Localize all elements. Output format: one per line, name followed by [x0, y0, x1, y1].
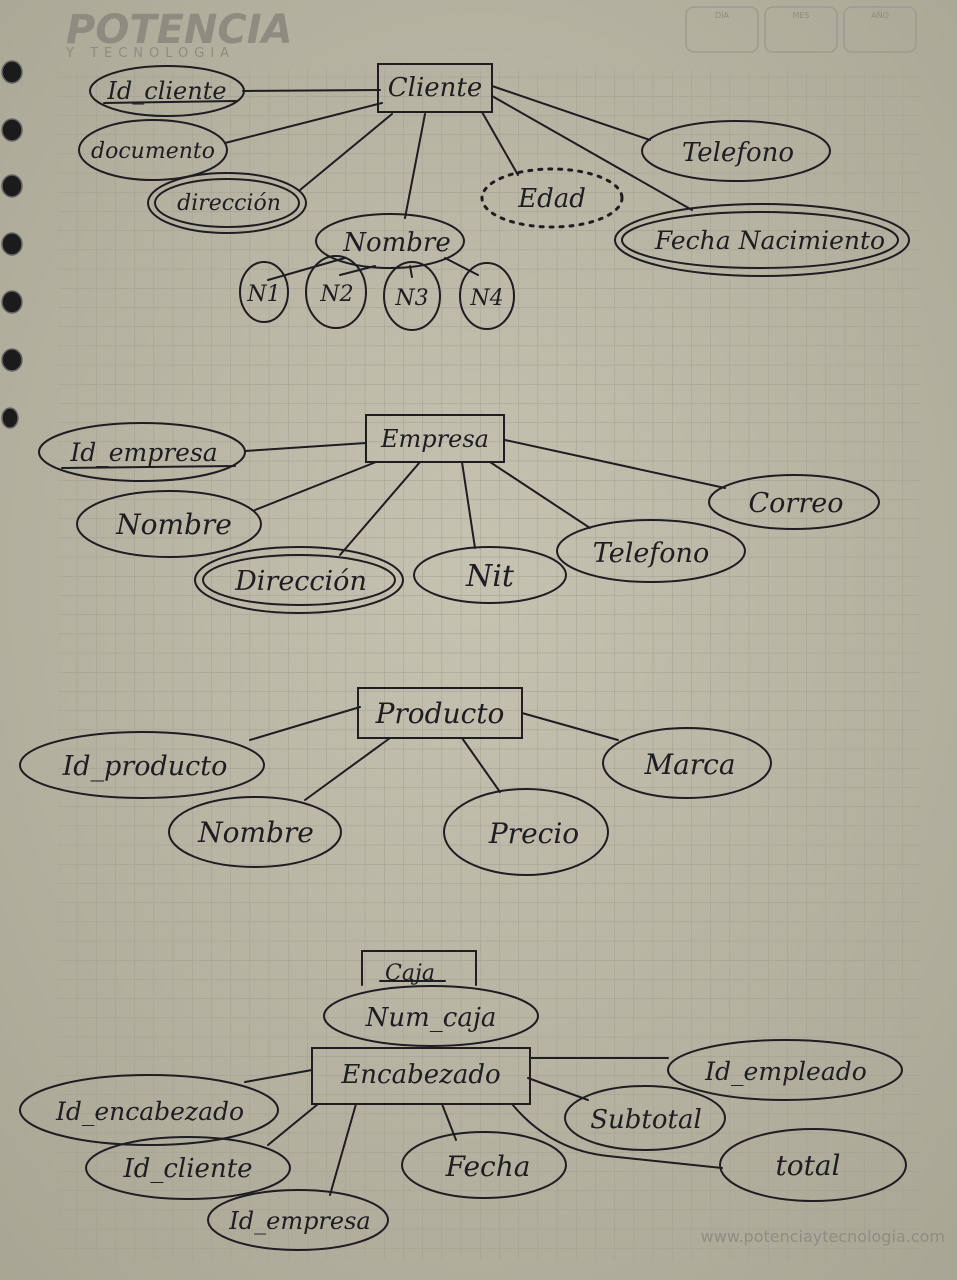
- date-label-day: DÍA: [715, 9, 730, 20]
- attr-cliente-n2: N2: [319, 282, 353, 307]
- date-boxes: [685, 6, 917, 53]
- attr-producto-nombre: Nombre: [197, 816, 314, 849]
- attr-cliente-n3: N3: [394, 286, 428, 311]
- attr-cliente-n4: N4: [469, 286, 503, 311]
- attr-encabezado-subtotal: Subtotal: [590, 1105, 702, 1135]
- attr-producto-marca: Marca: [643, 748, 735, 781]
- attr-cliente-telefono: Telefono: [682, 138, 794, 168]
- attr-cliente-fecha-nacimiento: Fecha Nacimiento: [654, 226, 885, 255]
- attr-encabezado-id-empresa: Id_empresa: [228, 1207, 370, 1235]
- attr-encabezado-id-cliente: Id_cliente: [122, 1154, 252, 1184]
- attr-producto-id: Id_producto: [62, 751, 228, 782]
- attr-empresa-direccion: Dirección: [234, 566, 367, 597]
- diagram-encabezado: [19, 950, 907, 1251]
- entity-empresa: Empresa: [380, 425, 489, 453]
- attr-encabezado-num-caja: Num_caja: [365, 1003, 497, 1033]
- entity-cliente: Cliente: [388, 73, 483, 103]
- attr-empresa-nombre: Nombre: [115, 508, 232, 541]
- attr-cliente-direccion: dirección: [177, 191, 281, 216]
- entity-encabezado: Encabezado: [340, 1060, 500, 1090]
- entity-caja-crossed: Caja: [385, 961, 435, 986]
- attr-encabezado-id-empleado: Id_empleado: [704, 1057, 867, 1086]
- attr-producto-precio: Precio: [488, 817, 579, 850]
- entity-producto: Producto: [375, 697, 505, 730]
- attr-cliente-nombre: Nombre: [342, 228, 451, 258]
- brand-subtitle: Y TECNOLOGIA: [65, 46, 235, 61]
- diagram-producto: [19, 687, 772, 876]
- attr-cliente-documento: documento: [91, 139, 215, 164]
- attr-empresa-telefono: Telefono: [593, 538, 709, 569]
- date-label-month: MES: [792, 11, 809, 20]
- attr-empresa-nit: Nit: [465, 559, 515, 594]
- brand-logo: POTENCIA: [66, 7, 293, 53]
- date-label-year: AÑO: [871, 10, 889, 20]
- footer-url: www.potenciaytecnologia.com: [701, 1227, 945, 1246]
- attr-cliente-n1: N1: [246, 282, 280, 307]
- attr-cliente-edad: Edad: [517, 184, 586, 214]
- attr-encabezado-id-encabezado: Id_encabezado: [55, 1097, 244, 1126]
- spiral-binding: [1, 60, 23, 429]
- attr-empresa-correo: Correo: [749, 488, 844, 519]
- attr-encabezado-total: total: [775, 1149, 840, 1182]
- attr-empresa-id: Id_empresa: [69, 438, 217, 467]
- attr-cliente-id: Id_cliente: [106, 77, 226, 105]
- diagram-empresa: [38, 414, 880, 614]
- diagram-cliente: [78, 63, 910, 331]
- attr-encabezado-fecha: Fecha: [445, 1150, 531, 1183]
